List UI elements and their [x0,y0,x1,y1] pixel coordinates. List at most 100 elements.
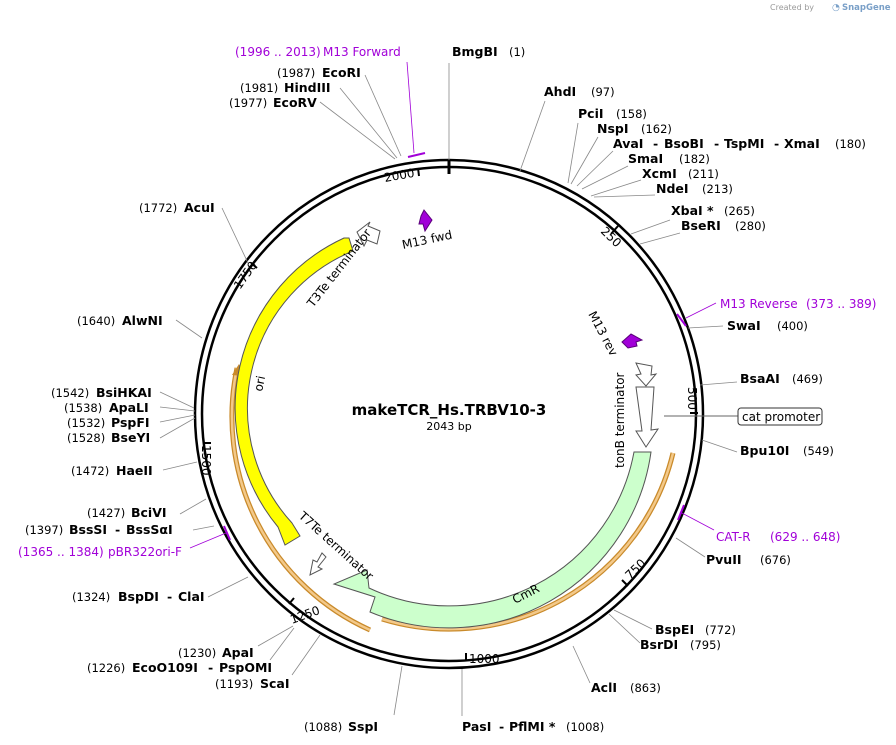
site-sep-3: - [774,136,779,151]
site-label-smai: SmaI [628,151,663,166]
site-pos-bmgbi: (1) [509,45,525,59]
site-label-apali: ApaLI [109,400,149,415]
site-pos-scai: (1193) [215,677,253,691]
feature-cmr [332,451,652,629]
site-pos-bseyi: (1528) [67,431,105,445]
site-label-bcivi: BciVI [131,505,167,520]
site-sep-6: - [167,589,172,604]
site-label-bpu10i: Bpu10I [740,443,789,458]
tick-label-2000: 2000 [383,166,416,185]
site-pos-nspi: (162) [641,122,672,136]
primer-range-m13-reverse: (373 .. 389) [806,297,876,311]
primer-labels: (1996 .. 2013) M13 Forward M13 Reverse (… [18,45,876,559]
feature-t7te-terminator [309,552,327,576]
site-sep-1: - [653,136,658,151]
site-label-avai: AvaI [613,136,643,151]
site-label-nspi: NspI [597,121,629,136]
plasmid-size: 2043 bp [426,420,471,433]
label-tonb-terminator: tonB terminator [613,372,627,468]
site-pos-bsssi: (1397) [25,523,63,537]
site-pos-sspi: (1088) [304,720,342,734]
tick-mark-750 [621,579,629,587]
site-pos-hindiii: (1981) [240,81,278,95]
site-sep-2: - [714,136,719,151]
feature-ori [234,237,354,546]
orf-arc-cmr-fill [381,452,675,631]
site-label-bseri: BseRI [681,218,721,233]
feature-m13-rev [621,333,644,349]
site-pos-xbai: (265) [724,204,755,218]
site-pos-pflmi: (1008) [566,720,604,734]
site-label-xbai: XbaI * [671,203,714,218]
site-label-sspi: SspI [348,719,378,734]
site-pos-ndei: (213) [702,182,733,196]
site-label-bsobi: BsoBI [664,136,704,151]
site-label-ahdi: AhdI [544,84,576,99]
site-label-apai: ApaI [222,645,254,660]
primer-label-m13-forward: M13 Forward [323,45,401,59]
site-label-haeii: HaeII [116,463,153,478]
site-pos-swai: (400) [777,319,808,333]
site-pos-bspei: (772) [705,623,736,637]
site-pos-bsrdi: (795) [690,638,721,652]
site-label-pasi: PasI [462,719,491,734]
site-label-tspmi: TspMI [724,136,764,151]
site-pos-ecorv: (1977) [229,96,267,110]
site-pos-bsaai: (469) [792,372,823,386]
primer-range-pbr322ori-f: (1365 .. 1384) [18,545,104,559]
site-labels: BmgBI (1) AhdI (97) PciI (158) NspI (162… [25,44,866,734]
primer-range-cat-r: (629 .. 648) [770,530,840,544]
site-leader-lines [159,63,738,716]
site-label-pspomi: PspOMI [219,660,272,675]
primer-mark-m13-forward [407,152,426,158]
tick-mark-1250 [288,597,295,605]
label-cat-promoter: cat promoter [742,410,820,424]
site-label-pflmi: PflMI * [509,719,556,734]
feature-tonb-terminator [635,386,660,448]
tick-mark-250 [610,225,619,235]
site-pos-bpu10i: (549) [803,444,834,458]
site-pos-ecoo109i: (1226) [87,661,125,675]
site-label-bmgbi: BmgBI [452,44,498,59]
site-sep-7: - [115,522,120,537]
site-label-acli: AclI [591,680,617,695]
site-label-ndei: NdeI [656,181,689,196]
site-label-bssswi: BssSαI [126,522,173,537]
tick-label-1500: 1500 [199,445,213,476]
tick-mark-2000 [417,167,420,177]
site-label-ecorv: EcoRV [273,95,317,110]
site-pos-apai: (1230) [178,646,216,660]
site-pos-pspfi: (1532) [67,416,105,430]
site-pos-pvuii: (676) [760,553,791,567]
credit-brand: SnapGene [842,3,891,13]
site-pos-smai: (182) [679,152,710,166]
site-label-pspfi: PspFI [111,415,150,430]
snapgene-logo-icon: ◔ [832,3,840,13]
tick-label-500: 500 [685,387,699,410]
tick-marks [203,167,698,661]
site-pos-apali: (1538) [64,401,102,415]
tick-label-750: 750 [622,556,648,582]
site-pos-ahdi: (97) [591,85,615,99]
site-pos-pcii: (158) [616,107,647,121]
primer-label-m13-reverse: M13 Reverse [720,297,798,311]
site-pos-haeii: (1472) [71,464,109,478]
label-m13-fwd: M13 fwd [401,228,454,252]
primer-range-m13-forward: (1996 .. 2013) [235,45,321,59]
site-label-scai: ScaI [260,676,290,691]
orf-arc-ori [229,367,372,633]
tick-label-1000: 1000 [469,652,500,666]
site-label-ecori: EcoRI [322,65,361,80]
site-pos-xcmi: (211) [688,167,719,181]
primer-label-pbr322ori-f: pBR322ori-F [108,545,182,559]
site-label-bspdi: BspDI [118,589,159,604]
site-label-pvuii: PvuII [706,552,742,567]
cat-promoter-box [737,407,823,426]
primer-mark-pbr322ori-f [223,525,231,541]
site-pos-acli: (863) [630,681,661,695]
feature-m13-fwd [418,209,433,233]
site-pos-bspdi: (1324) [72,590,110,604]
site-pos-alwni: (1640) [77,314,115,328]
credit-text: Created by [770,3,814,12]
label-m13-rev: M13 rev [585,309,620,358]
